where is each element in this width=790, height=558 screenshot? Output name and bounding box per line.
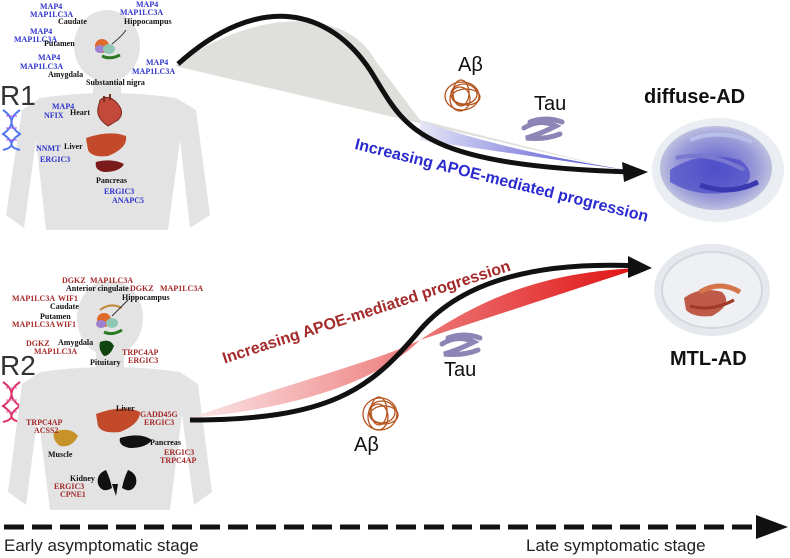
r2-organ-label: Pancreas (150, 438, 181, 447)
r1-gene-label: ERGIC3 (104, 187, 135, 196)
r2-gene-label: MAP1LC3A (12, 320, 56, 329)
r1-gene-label: MAP4 (146, 58, 169, 67)
r2-organ-label: Caudate (50, 302, 79, 311)
r1-liver-icon (86, 133, 127, 157)
r2-gene-label: TRPC4AP (160, 456, 197, 465)
r2-gene-label: ACSS2 (34, 426, 59, 435)
r2-label: R2 (0, 350, 36, 381)
late-stage-label: Late symptomatic stage (526, 536, 706, 555)
r2-abeta-label: Aβ (354, 434, 379, 456)
r1-gene-label: ERGIC3 (40, 155, 71, 164)
r2-gene-label: ERGIC3 (164, 448, 195, 457)
r1-dna-icon (1, 109, 22, 151)
r2-gene-label: CPNE1 (60, 490, 86, 499)
r1-organ-label: Heart (70, 108, 90, 117)
r1-organ-label: Putamen (44, 39, 75, 48)
r2-gene-label: MAP1LC3A (160, 284, 204, 293)
r1-gene-label: MAP4 (38, 53, 61, 62)
r1-gene-label: MAP4 (136, 0, 159, 9)
mtl-ad-label: MTL-AD (670, 348, 747, 370)
r1-gene-label: MAP4 (30, 27, 53, 36)
r2-gene-label: DGKZ (62, 276, 86, 285)
r2-gene-label: MAP1LC3A (90, 276, 134, 285)
r2-gene-label: ERGIC3 (144, 418, 175, 427)
r1-organ-label: Caudate (58, 17, 87, 26)
r2-organ-label: Amygdala (58, 338, 94, 347)
r2-gene-label: MAP1LC3A (34, 347, 78, 356)
r1-organ-label: Pancreas (96, 176, 127, 185)
early-stage-label: Early asymptomatic stage (4, 536, 199, 555)
r2-gene-label: DGKZ (130, 284, 154, 293)
r2-gene-label: MAP1LC3A (12, 294, 56, 303)
r1-pancreas-icon (95, 160, 124, 172)
r2-body-silhouette (8, 280, 212, 510)
r1-gene-label: MAP1LC3A (132, 67, 176, 76)
diffuse-ad-label: diffuse-AD (644, 86, 746, 108)
r2-progression-curve (189, 256, 652, 423)
r1-gene-label: MAP1LC3A (20, 62, 64, 71)
r1-organ-label: Substantial nigra (86, 78, 145, 87)
r1-tau-icon (521, 116, 565, 141)
r1-tau-label: Tau (534, 93, 567, 115)
r1-gene-label: MAP4 (40, 2, 63, 11)
r1-gene-label: ANAPC5 (112, 196, 144, 205)
r2-gene-label: ERGIC3 (54, 482, 85, 491)
r1-progression-curve (175, 13, 648, 182)
r2-gene-label: GADD45G (140, 410, 178, 419)
r1-abeta-icon (444, 79, 481, 112)
r2-pituitary-icon (99, 340, 114, 356)
r1-gene-label: NFIX (44, 111, 64, 120)
r2-organ-label: Pituitary (90, 358, 121, 367)
timeline-arrow (4, 515, 788, 539)
r1-label: R1 (0, 80, 36, 111)
r2-brain-structures (96, 299, 129, 336)
r1-organ-label: Hippocampus (124, 17, 172, 26)
r2-liver-icon (96, 408, 140, 433)
r2-abeta-icon (362, 396, 399, 431)
r1-organ-label: Liver (64, 142, 83, 151)
r1-gene-label: MAP4 (52, 102, 75, 111)
r2-kidney-icon (97, 470, 137, 496)
r1-organ-label: Amygdala (48, 70, 84, 79)
r1-gene-label: NNMT (36, 144, 61, 153)
r1-heart-icon (97, 94, 122, 127)
diffuse-ad-brain-image (652, 118, 784, 222)
r2-organ-label: Anterior cingulate (66, 284, 129, 293)
r2-gene-label: DGKZ (26, 339, 50, 348)
r1-gene-label: MAP1LC3A (120, 8, 164, 17)
r2-tau-label: Tau (444, 359, 477, 381)
r2-organ-label: Kidney (70, 474, 95, 483)
r1-abeta-label: Aβ (458, 54, 483, 76)
r1-gene-label: MAP1LC3A (30, 10, 74, 19)
r2-tau-icon (439, 332, 483, 357)
r2-gene-label: WIF1 (58, 294, 78, 303)
r2-organ-label: Muscle (48, 450, 73, 459)
r2-organ-label: Liver (116, 404, 135, 413)
r2-pancreas-icon (119, 435, 152, 448)
mtl-ad-brain-image (654, 244, 770, 336)
r2-gene-label: TRPC4AP (122, 348, 159, 357)
r2-organ-label: Hippocampus (122, 293, 170, 302)
r2-muscle-icon (53, 429, 78, 447)
r2-gene-label: TRPC4AP (26, 418, 63, 427)
r1-gene-label: MAP1LC3A (14, 35, 58, 44)
r2-gene-label: WIF1 (56, 320, 76, 329)
r2-gene-label: ERGIC3 (128, 356, 159, 365)
r2-organ-label: Putamen (40, 312, 71, 321)
r2-dna-icon (1, 381, 22, 423)
r1-brain-structures (95, 29, 127, 60)
